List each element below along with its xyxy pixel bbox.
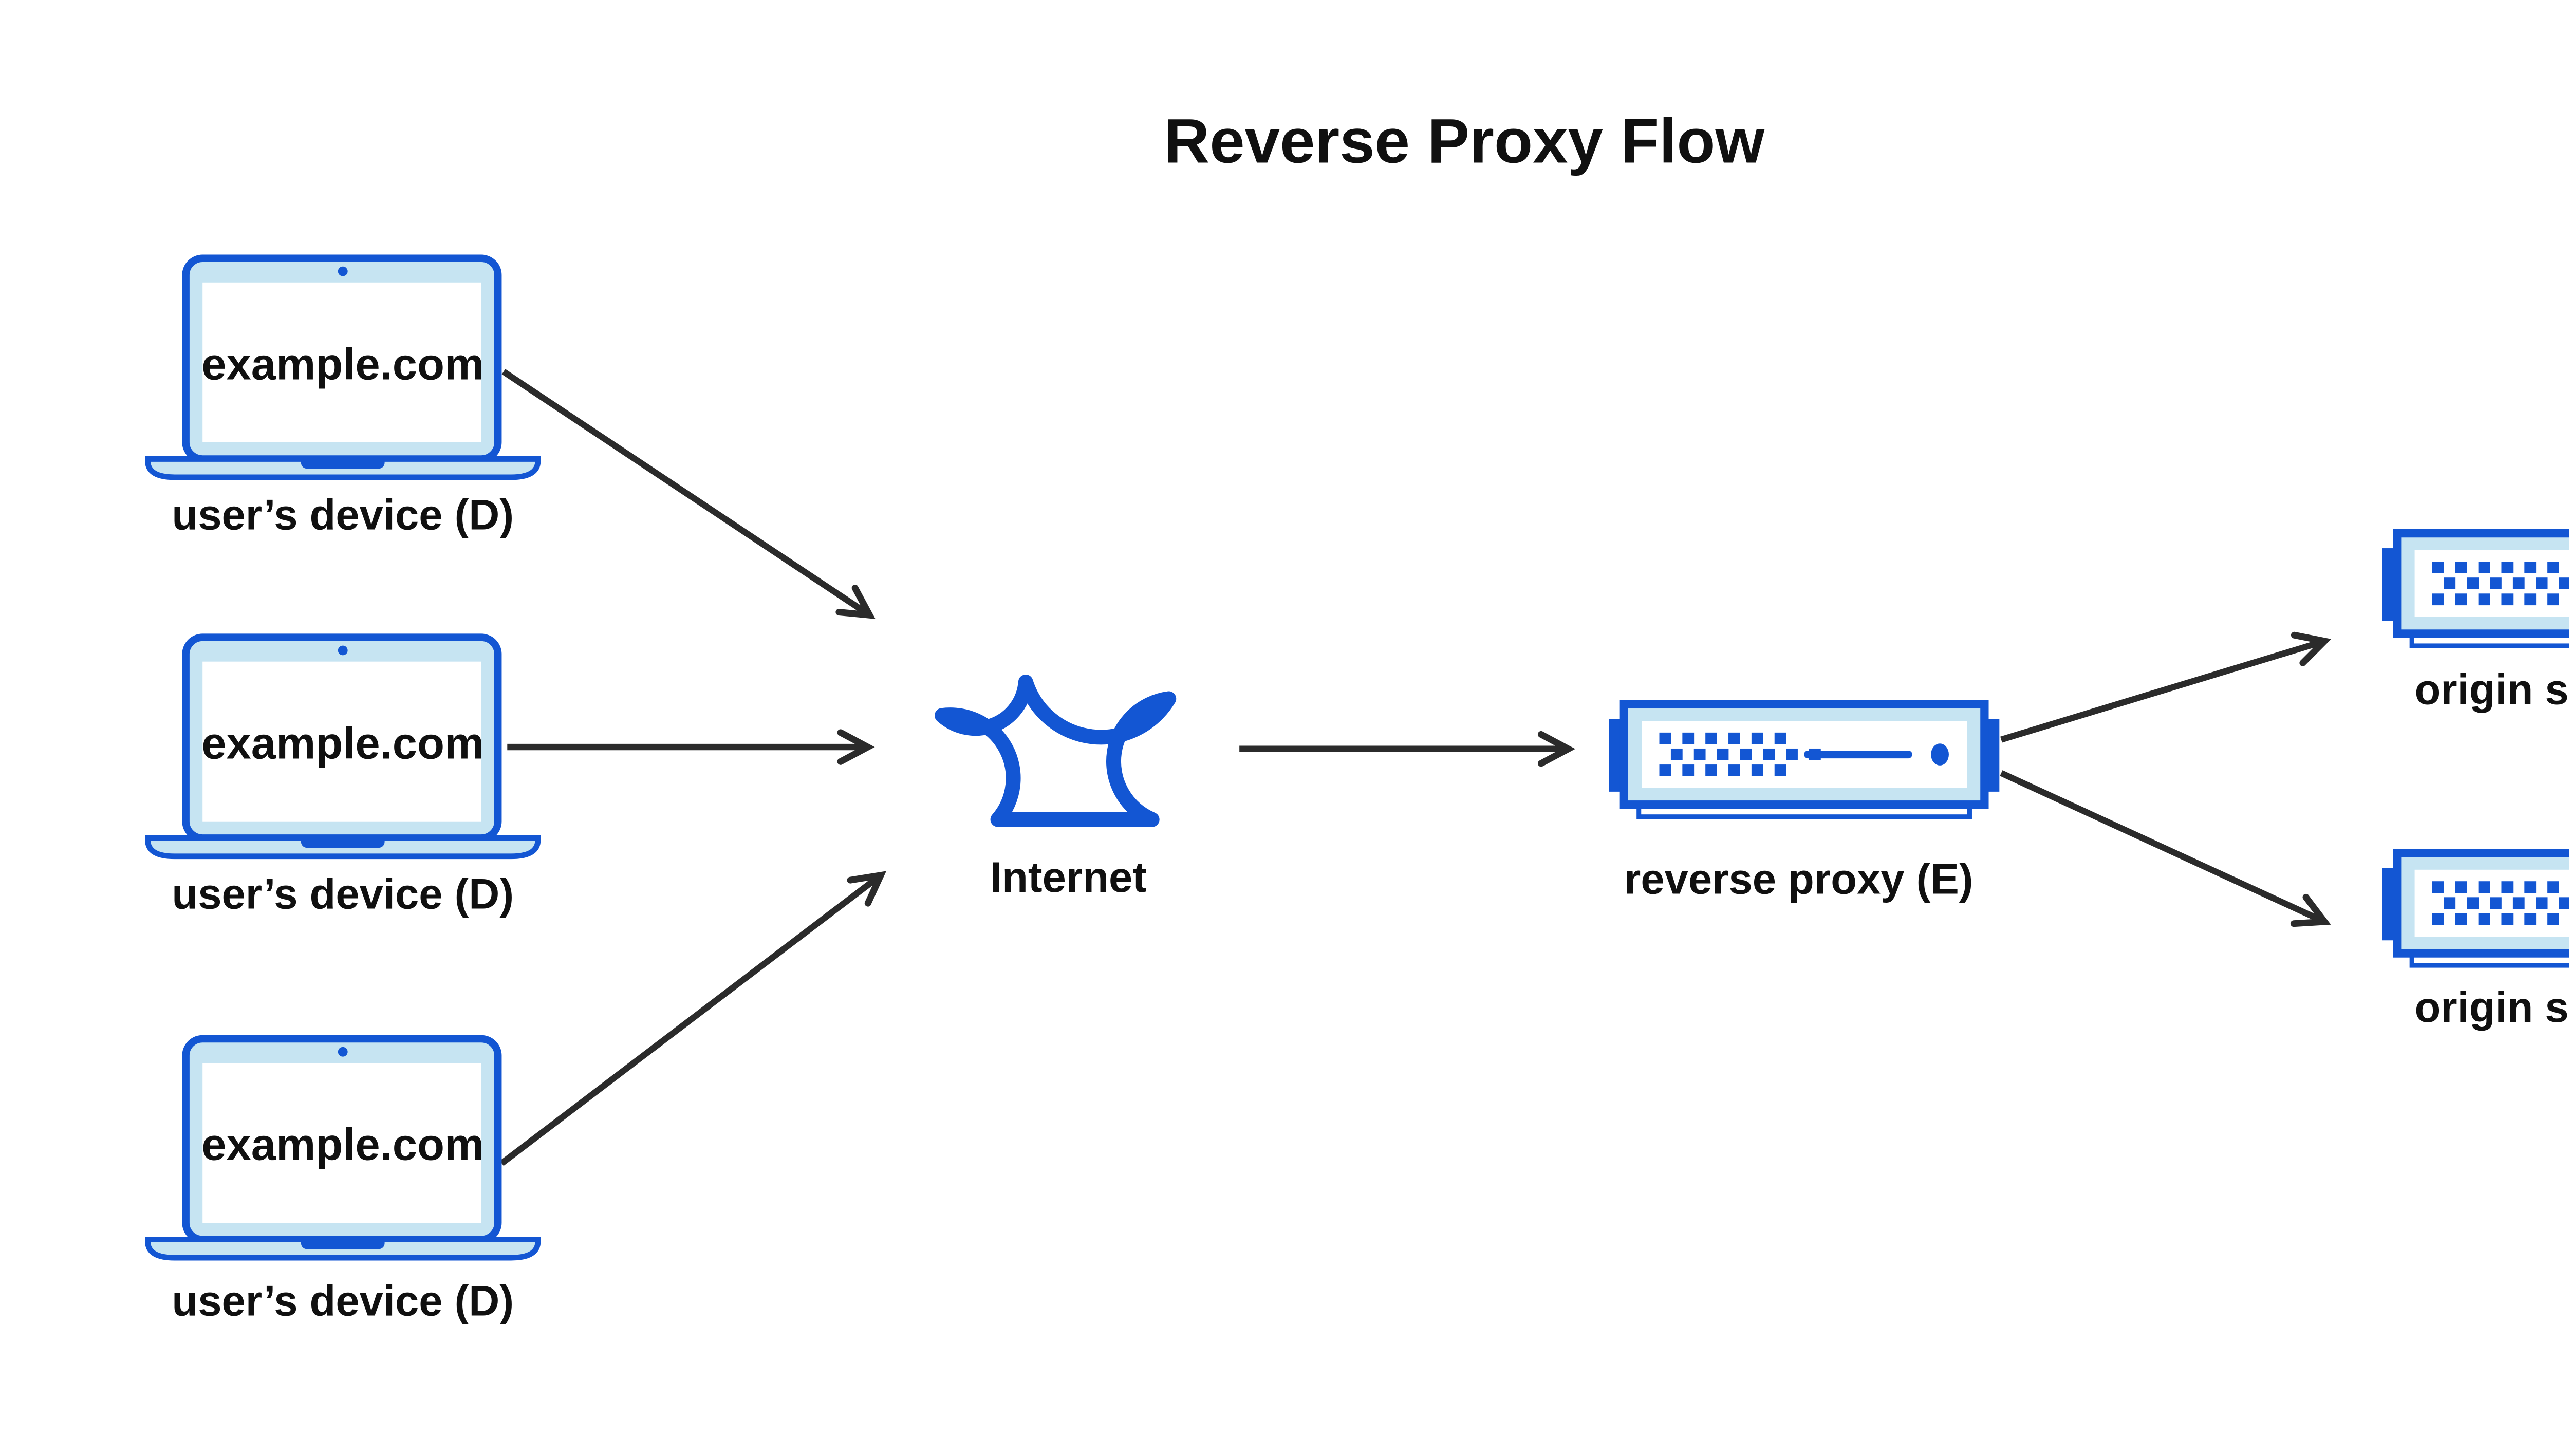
reverse-proxy-label: reverse proxy (E) bbox=[1624, 855, 1974, 903]
user-device-3-label: user’s device (D) bbox=[172, 1277, 514, 1324]
device-screen-text: example.com bbox=[201, 1120, 484, 1170]
arrow-device1-to-internet bbox=[501, 369, 876, 619]
user-device-1-label: user’s device (D) bbox=[172, 491, 514, 538]
page-title: Reverse Proxy Flow bbox=[1164, 106, 1764, 176]
server-icon bbox=[1609, 704, 1999, 817]
origin-server-2 bbox=[2382, 853, 2569, 965]
origin-server-1-label: origin server (F) bbox=[2414, 665, 2569, 713]
reverse-proxy-node bbox=[1609, 704, 1999, 817]
origin-server-2-label: origin server (F) bbox=[2414, 983, 2569, 1031]
user-device-2-label: user’s device (D) bbox=[172, 870, 514, 918]
server-icon bbox=[2382, 853, 2569, 965]
internet-node: Internet bbox=[935, 675, 1177, 901]
device-screen-text: example.com bbox=[201, 339, 484, 389]
user-device-1: example.com bbox=[148, 258, 538, 477]
user-device-2: example.com bbox=[148, 638, 538, 856]
arrow-proxy-to-origin2 bbox=[2000, 770, 2331, 927]
arrow-proxy-to-origin1 bbox=[2000, 631, 2332, 743]
origin-server-1 bbox=[2382, 533, 2569, 646]
internet-label: Internet bbox=[990, 853, 1147, 901]
connections bbox=[499, 369, 2332, 1166]
user-device-3: example.com bbox=[148, 1039, 538, 1258]
cloud-icon bbox=[935, 675, 1177, 827]
arrow-device3-to-internet bbox=[499, 871, 887, 1166]
device-screen-text: example.com bbox=[201, 718, 484, 768]
server-icon bbox=[2382, 533, 2569, 646]
